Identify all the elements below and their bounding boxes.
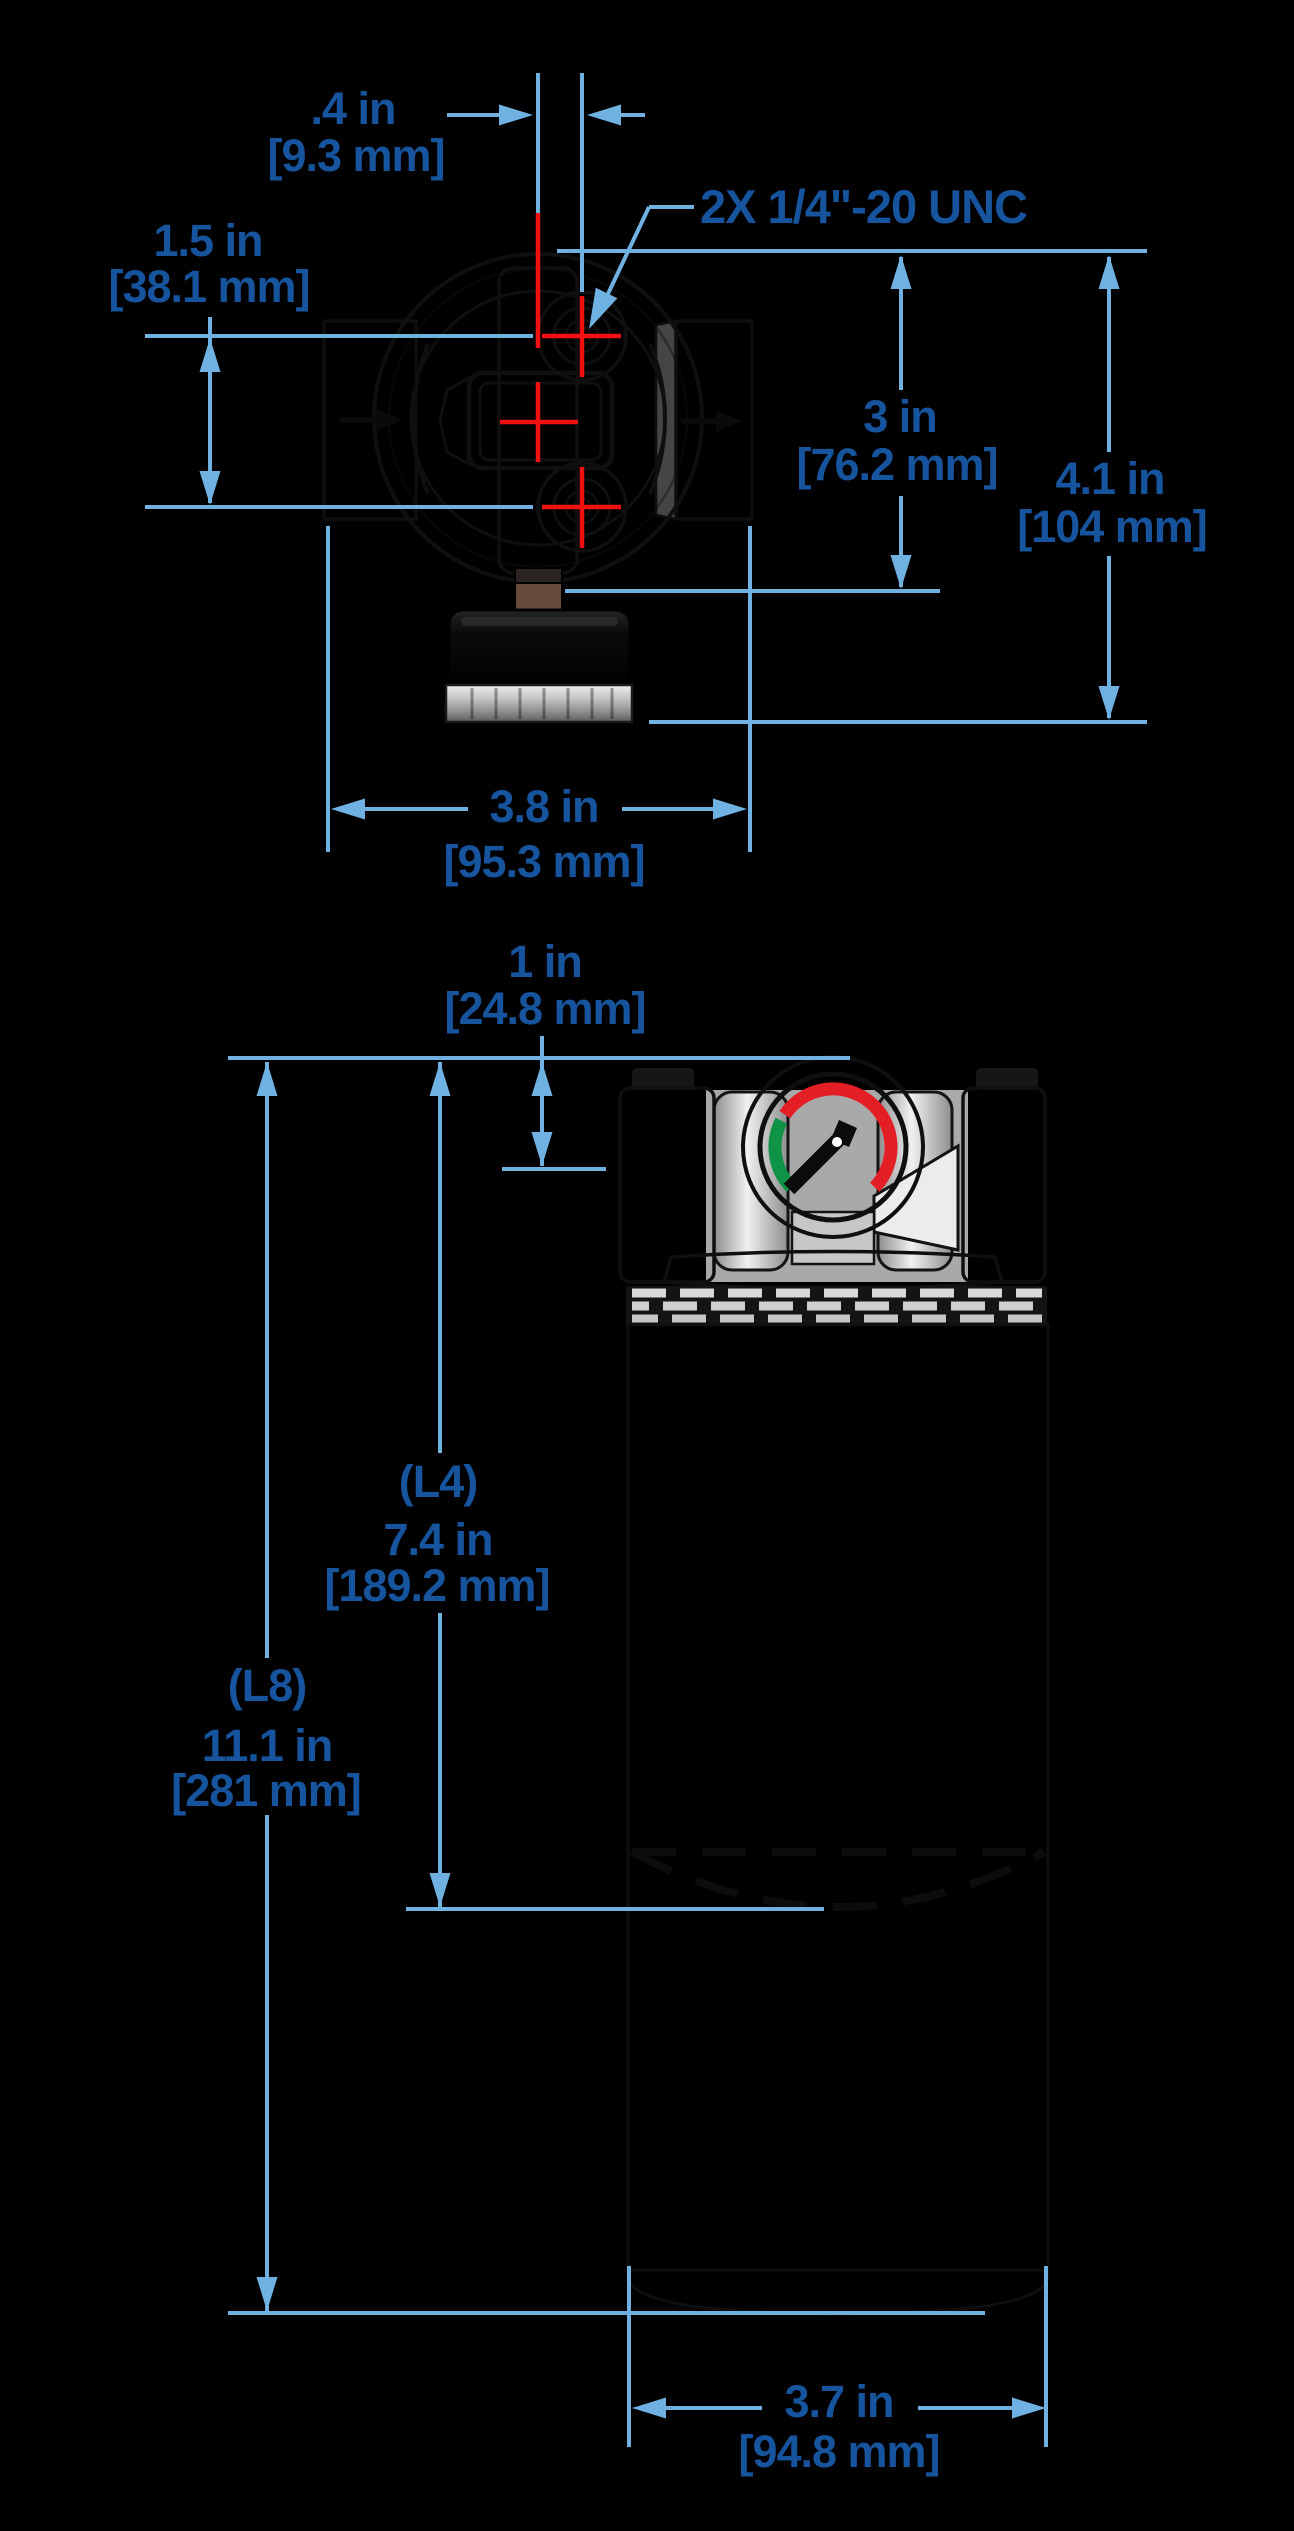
- dim-diameter-in: 3.7 in: [784, 2376, 893, 2427]
- pad-collar: [438, 375, 471, 467]
- bypass-knob-highlight: [461, 617, 618, 626]
- dim-port-height-mm: [76.2 mm]: [796, 439, 997, 490]
- dim-l4-in: 7.4 in: [383, 1514, 492, 1565]
- bypass-stem-dark: [514, 567, 563, 584]
- head-block-left: [618, 1086, 716, 1284]
- bowl-bottom-cap: [626, 2268, 1050, 2316]
- inlet-port: [322, 319, 418, 521]
- gauge-face: [757, 1071, 909, 1223]
- filter-bowl: [626, 1322, 1050, 2272]
- gauge-green-arc: [768, 1117, 797, 1192]
- dim-gauge-mm: [24.8 mm]: [444, 983, 645, 1034]
- flow-arrow-outlet: [681, 410, 742, 432]
- dim-thread-callout: 2X 1/4"-20 UNC: [589, 180, 1028, 329]
- gauge-needle: [783, 1120, 857, 1195]
- element-removal-dashed-line: [630, 1848, 1046, 1911]
- bypass-knob-band: [444, 683, 634, 724]
- dim-gauge-offset: 1 in [24.8 mm]: [444, 936, 647, 1171]
- dim-l8: (L8) 11.1 in [281 mm]: [171, 1062, 985, 2315]
- dim-gauge-in: 1 in: [508, 936, 582, 987]
- dim-bolt-spacing: 1.5 in [38.1 mm]: [108, 215, 533, 509]
- dim-l8-label: (L8): [228, 1660, 307, 1711]
- dim-width: 3.8 in [95.3 mm]: [326, 526, 752, 887]
- outlet-port: [674, 319, 754, 521]
- dim-port-height-in: 3 in: [863, 391, 937, 442]
- dim-bolt-spacing-mm: [38.1 mm]: [108, 261, 309, 312]
- dim-offset: .4 in [9.3 mm]: [267, 73, 645, 292]
- port-junction-arc-left: [411, 343, 430, 495]
- port-cap-left: [632, 1068, 694, 1090]
- top-view-dimensions: .4 in [9.3 mm] 2X 1/4"-20 UNC 1.5 in [38…: [108, 73, 1208, 887]
- mounting-pad-face: [478, 381, 603, 462]
- dim-width-mm: [95.3 mm]: [443, 836, 644, 887]
- dim-bolt-spacing-in: 1.5 in: [153, 215, 262, 266]
- dim-l8-mm: [281 mm]: [171, 1765, 361, 1816]
- dim-l8-in: 11.1 in: [202, 1720, 333, 1771]
- bowl-seam-rings: [626, 1286, 1047, 1326]
- thread-callout-label: 2X 1/4"-20 UNC: [700, 180, 1027, 233]
- head-block-right: [961, 1086, 1047, 1284]
- dim-offset-mm: [9.3 mm]: [267, 130, 444, 181]
- knob-knurling: [470, 688, 614, 719]
- centerlines: [500, 213, 621, 548]
- gauge-red-arc: [779, 1082, 898, 1192]
- filter-assembly-front-view: [618, 1055, 1050, 2316]
- dim-l4-mm: [189.2 mm]: [324, 1560, 549, 1611]
- port-cap-right: [976, 1068, 1038, 1090]
- port-junction-arc-right: [648, 343, 667, 495]
- mounting-pad: [466, 370, 615, 471]
- dim-overall-height-in: 4.1 in: [1055, 453, 1164, 504]
- front-view-dimensions: 1 in [24.8 mm] (L4) 7.4 in [189.2 mm] (L…: [171, 936, 1048, 2477]
- dim-width-in: 3.8 in: [489, 781, 598, 832]
- dim-offset-in: .4 in: [310, 83, 395, 134]
- dim-overall-height: 4.1 in [104 mm]: [649, 255, 1208, 724]
- dim-diameter-mm: [94.8 mm]: [738, 2426, 939, 2477]
- dim-port-height: 3 in [76.2 mm]: [557, 249, 1147, 593]
- dim-diameter: 3.7 in [94.8 mm]: [627, 2266, 1048, 2477]
- bypass-stem: [514, 582, 563, 612]
- dim-overall-height-mm: [104 mm]: [1017, 501, 1207, 552]
- dim-l4-label: (L4): [399, 1456, 478, 1507]
- flow-arrow-inlet: [340, 409, 402, 431]
- pressure-gauge: [741, 1055, 925, 1239]
- dim-l4: (L4) 7.4 in [189.2 mm]: [324, 1062, 824, 1911]
